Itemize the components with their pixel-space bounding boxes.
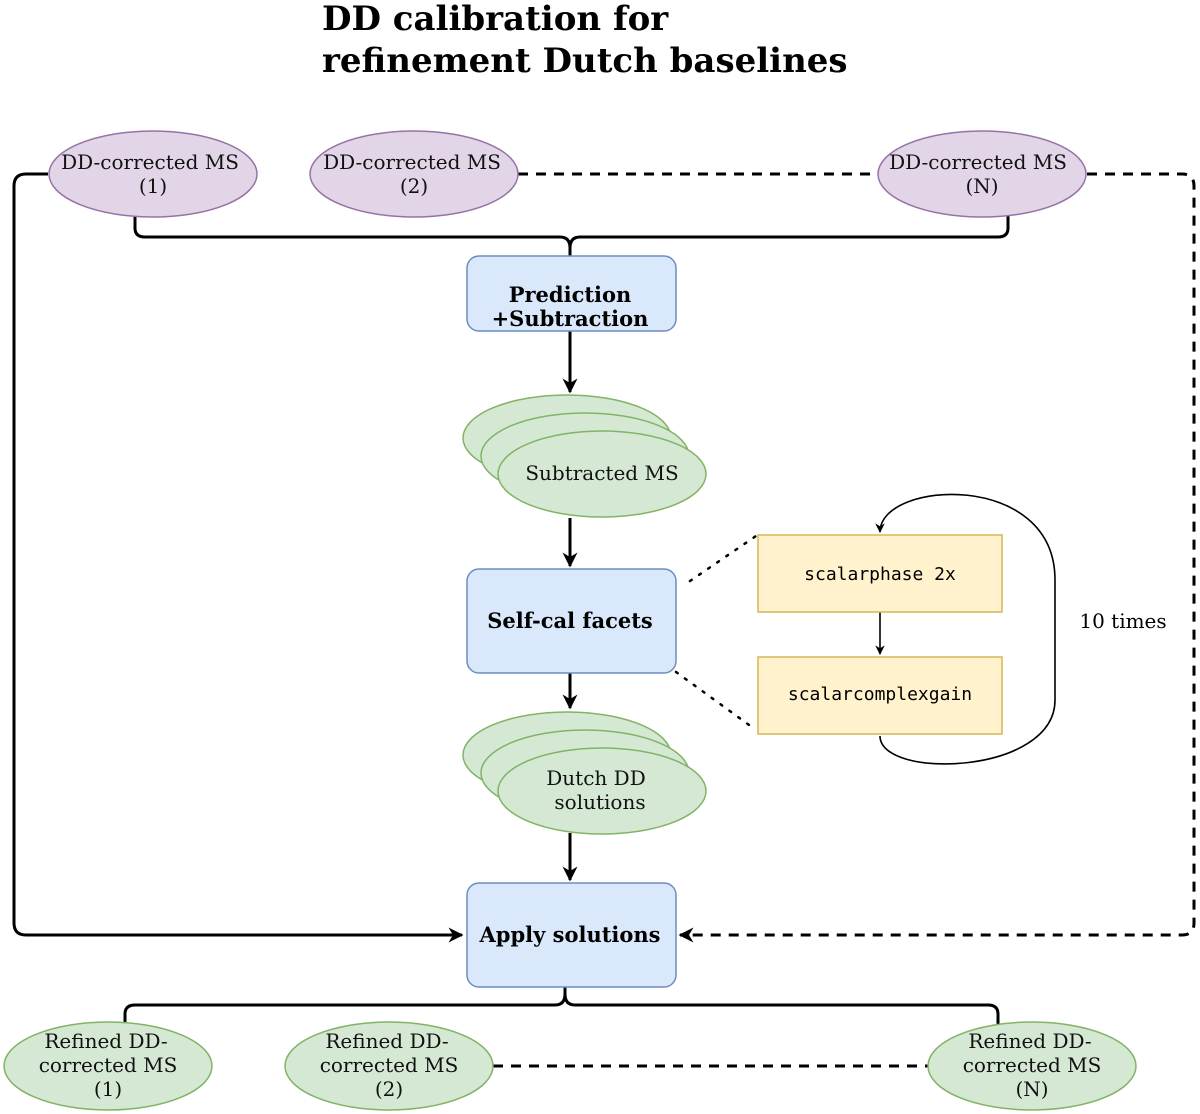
selfcal-facets-step[interactable]: Self-cal facets <box>466 568 677 674</box>
subtraction-label: +Subtraction <box>492 306 649 331</box>
output-ms-1-index: (1) <box>94 1077 122 1101</box>
selfcal-detail-line-bottom <box>674 670 758 732</box>
scalarcomplexgain-step[interactable]: scalarcomplexgain <box>757 656 1003 735</box>
input-ms-2-index: (2) <box>400 174 428 198</box>
dutch-dd-solutions-line-2: solutions <box>554 790 645 814</box>
output-ms-1-line-1: Refined DD- <box>44 1029 167 1053</box>
prediction-subtraction-step[interactable]: Prediction +Subtraction <box>466 255 677 332</box>
input-ms-n-label: DD-corrected MS <box>889 150 1067 174</box>
output-ms-n-line-2: corrected MS <box>963 1053 1102 1077</box>
output-ms-2-index: (2) <box>375 1077 403 1101</box>
output-ms-2-line-1: Refined DD- <box>325 1029 448 1053</box>
title-line-1: DD calibration for <box>322 0 669 39</box>
output-ms-n[interactable]: Refined DD- corrected MS (N) <box>927 1021 1137 1111</box>
output-ms-n-line-1: Refined DD- <box>968 1029 1091 1053</box>
prediction-label: Prediction <box>509 282 632 307</box>
dutch-dd-solutions-stack[interactable]: Dutch DD solutions <box>462 711 707 835</box>
scalarphase-step[interactable]: scalarphase 2x <box>757 534 1003 613</box>
input-ms-1-label: DD-corrected MS <box>61 150 239 174</box>
input-ms-1[interactable]: DD-corrected MS (1) <box>48 130 258 218</box>
output-ms-1[interactable]: Refined DD- corrected MS (1) <box>3 1021 213 1111</box>
loop-repeat-label: 10 times <box>1079 609 1166 633</box>
input-ms-1-index: (1) <box>139 174 167 198</box>
scalarcomplexgain-label: scalarcomplexgain <box>788 684 972 705</box>
loop-back-arrow <box>875 493 1056 765</box>
output-ms-2-line-2: corrected MS <box>320 1053 459 1077</box>
input-merge-bracket <box>133 215 1010 249</box>
bypass-dashed-line-input-n <box>678 172 1196 943</box>
title-line-2: refinement Dutch baselines <box>322 41 848 81</box>
connectors <box>12 172 1196 1068</box>
selfcal-detail-line-top <box>688 534 758 583</box>
selfcal-facets-label: Self-cal facets <box>487 608 653 633</box>
bypass-line-input-1 <box>12 172 464 943</box>
input-ms-n-index: (N) <box>965 174 998 198</box>
subtracted-ms-stack[interactable]: Subtracted MS <box>462 394 707 518</box>
apply-solutions-step[interactable]: Apply solutions <box>466 882 677 988</box>
apply-solutions-label: Apply solutions <box>478 922 660 947</box>
input-ms-n[interactable]: DD-corrected MS (N) <box>877 130 1087 218</box>
diagram-title: DD calibration for refinement Dutch base… <box>322 0 848 81</box>
output-ms-n-index: (N) <box>1015 1077 1048 1101</box>
input-ms-2-label: DD-corrected MS <box>323 150 501 174</box>
output-ms-1-line-2: corrected MS <box>39 1053 178 1077</box>
output-ms-2[interactable]: Refined DD- corrected MS (2) <box>284 1021 494 1111</box>
output-split-bracket <box>123 993 1000 1026</box>
input-ms-2[interactable]: DD-corrected MS (2) <box>309 130 519 218</box>
subtracted-ms-label: Subtracted MS <box>525 461 678 485</box>
dutch-dd-solutions-line-1: Dutch DD <box>546 766 645 790</box>
scalarphase-label: scalarphase 2x <box>804 564 956 585</box>
